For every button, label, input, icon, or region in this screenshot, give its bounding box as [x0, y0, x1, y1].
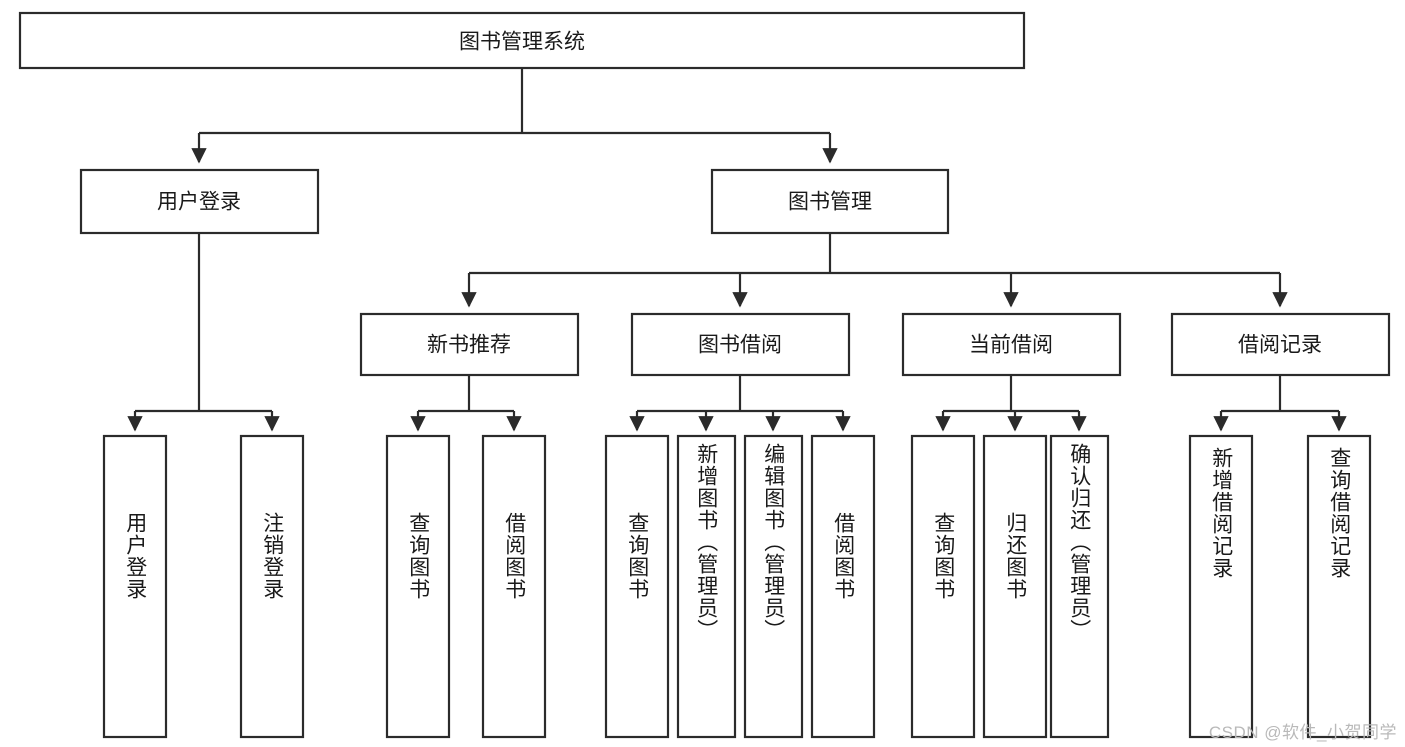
leaf-label-query-book-2: 查询图书 [625, 512, 649, 600]
node-leaf-query-book-1-box[interactable] [385, 434, 451, 739]
leaf-label-add-book-admin: 新增图书（管理员） [694, 443, 718, 641]
leaf-label-borrow-book-2: 借阅图书 [831, 512, 855, 600]
leaf-label-edit-book-admin: 编辑图书（管理员） [761, 443, 785, 641]
node-user-login-box[interactable] [79, 168, 320, 235]
node-new-book-recommend-box[interactable] [359, 312, 580, 377]
node-leaf-query-book-3-box[interactable] [910, 434, 976, 739]
leaf-label-query-book-1: 查询图书 [406, 512, 430, 600]
node-root-box[interactable] [18, 11, 1026, 70]
node-leaf-user-login-box[interactable] [102, 434, 168, 739]
node-borrow-record-box[interactable] [1170, 312, 1391, 377]
leaf-label-logout-login: 注销登录 [260, 512, 284, 600]
node-new-book-recommend[interactable]: 新书推荐 [359, 312, 580, 377]
node-user-login-label: 用户登录 [157, 191, 241, 214]
node-current-borrow-box[interactable] [901, 312, 1122, 377]
node-layer: 图书管理系统 用户登录 图书管理 新书推荐 图书借阅 [18, 11, 1391, 739]
node-leaf-confirm-return-admin-box[interactable] [1049, 434, 1110, 739]
node-book-borrow-box[interactable] [630, 312, 851, 377]
node-leaf-edit-book-admin-box[interactable] [743, 434, 804, 739]
node-borrow-record[interactable]: 借阅记录 [1170, 312, 1391, 377]
leaf-label-return-book: 归还图书 [1003, 512, 1027, 600]
node-current-borrow[interactable]: 当前借阅 [901, 312, 1122, 377]
node-user-login[interactable]: 用户登录 [79, 168, 320, 235]
leaf-label-add-borrow-record: 新增借阅记录 [1209, 447, 1233, 579]
node-leaf-return-book-box[interactable] [982, 434, 1048, 739]
leaf-label-borrow-book-1: 借阅图书 [502, 512, 526, 600]
node-new-book-recommend-label: 新书推荐 [427, 334, 511, 357]
leaf-label-query-borrow-record: 查询借阅记录 [1327, 447, 1351, 579]
node-book-borrow[interactable]: 图书借阅 [630, 312, 851, 377]
connector-layer [127, 68, 1347, 432]
node-leaf-add-book-admin-box[interactable] [676, 434, 737, 739]
leaf-label-user-login: 用户登录 [123, 512, 147, 600]
node-book-borrow-label: 图书借阅 [698, 334, 782, 357]
leaf-label-confirm-return-admin: 确认归还（管理员） [1067, 443, 1091, 641]
node-leaf-query-book-2-box[interactable] [604, 434, 670, 739]
node-leaf-add-borrow-record-box[interactable] [1188, 434, 1254, 739]
node-book-management-box[interactable] [710, 168, 950, 235]
node-leaf-logout-login-box[interactable] [239, 434, 305, 739]
node-leaf-borrow-book-2-box[interactable] [810, 434, 876, 739]
node-current-borrow-label: 当前借阅 [969, 334, 1053, 357]
node-leaf-query-borrow-record-box[interactable] [1306, 434, 1372, 739]
node-book-management[interactable]: 图书管理 [710, 168, 950, 235]
node-borrow-record-label: 借阅记录 [1238, 334, 1322, 357]
node-root[interactable]: 图书管理系统 [18, 11, 1026, 70]
node-leaf-borrow-book-1-box[interactable] [481, 434, 547, 739]
node-book-management-label: 图书管理 [788, 191, 872, 214]
leaf-label-query-book-3: 查询图书 [931, 512, 955, 600]
node-root-label: 图书管理系统 [459, 31, 585, 54]
